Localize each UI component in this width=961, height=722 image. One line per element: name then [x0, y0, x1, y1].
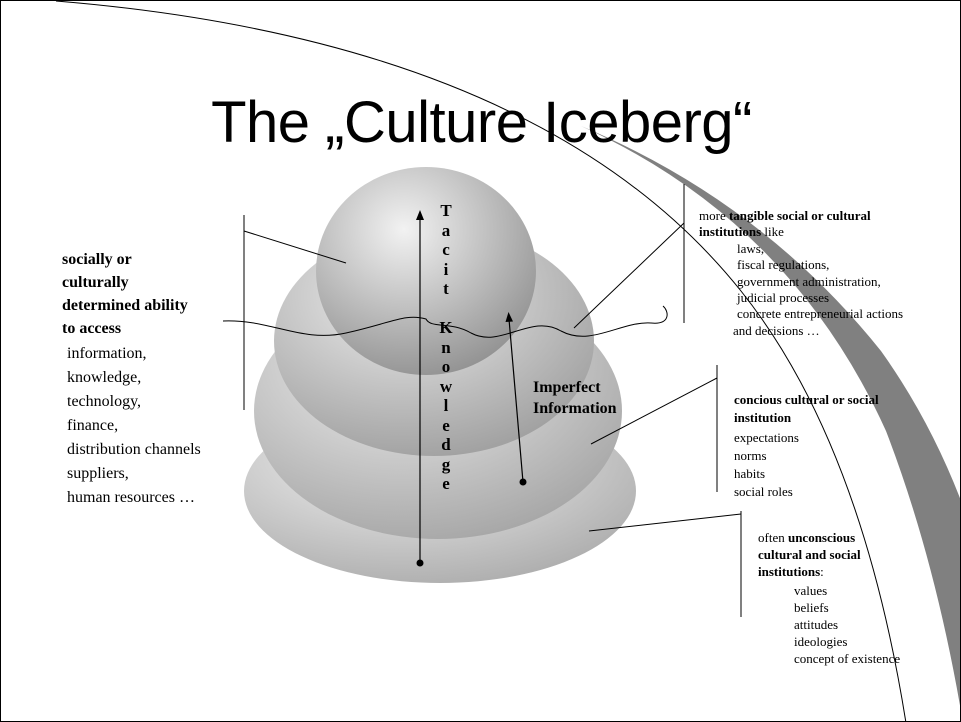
list-item: suppliers,: [67, 465, 129, 482]
left-heading-line: determined ability: [62, 297, 188, 314]
list-item: habits: [734, 466, 766, 481]
list-item: laws,: [737, 240, 765, 256]
tacit-letter: d: [441, 435, 451, 454]
left-heading: socially or culturally determined abilit…: [62, 248, 252, 340]
list-item: concrete entrepreneurial actions: [737, 306, 904, 322]
tacit-knowledge-label: T a c i t K n o w l e d g e: [436, 201, 456, 494]
intro-suffix: like: [761, 224, 784, 240]
tacit-letter: w: [439, 376, 453, 396]
list-item: government administration,: [737, 273, 881, 289]
bottom-heading-1: often unconscious: [758, 529, 953, 546]
tacit-arrow-dot: [416, 559, 424, 567]
list-item: values: [794, 583, 828, 598]
list-item: social roles: [734, 484, 793, 499]
left-heading-line: to access: [62, 320, 122, 337]
grey-swoosh-shape: [581, 126, 960, 706]
water-line: [222, 305, 668, 338]
list-item: finance,: [67, 417, 119, 434]
list-item: norms: [734, 448, 767, 463]
list-item: fiscal regulations,: [737, 257, 830, 273]
right-top-text-block: more tangible social or cultural institu…: [699, 208, 957, 339]
list-item: ideologies: [794, 634, 848, 649]
imperfect-label-line: Imperfect: [533, 379, 601, 396]
right-bottom-list: values beliefs attitudes ideologies conc…: [758, 582, 953, 667]
mid-heading: concious cultural or social: [734, 392, 879, 407]
right-mid-text-block: concious cultural or social institution …: [734, 391, 949, 501]
bottom-bold: unconscious: [787, 530, 856, 545]
bottom-bold: cultural and social: [758, 547, 861, 562]
bottom-bold: institutions: [758, 564, 821, 579]
tacit-letter: e: [442, 474, 450, 493]
bottom-prefix: often: [758, 530, 788, 545]
list-item: information,: [67, 345, 147, 362]
intro-bold: institutions: [699, 224, 762, 240]
right-top-intro: more tangible social or cultural: [699, 208, 957, 224]
list-item: expectations: [734, 430, 799, 445]
list-item: and decisions …: [733, 322, 820, 338]
tacit-letter: e: [442, 415, 450, 435]
tacit-letter: i: [443, 259, 449, 279]
imperfect-information-label: Imperfect Information: [533, 377, 653, 419]
tacit-letter: c: [442, 240, 450, 259]
intro-bold: tangible social or cultural: [728, 208, 871, 223]
iceberg-layer-top: [316, 167, 536, 375]
left-heading-line: socially or: [62, 251, 132, 268]
imperfect-label-line: Information: [533, 400, 617, 417]
right-top-list: laws, fiscal regulations, government adm…: [699, 241, 957, 323]
list-item: human resources …: [67, 489, 195, 506]
imperfect-arrowhead: [505, 312, 513, 322]
tacit-letter: a: [441, 220, 451, 240]
tacit-arrowhead: [416, 210, 424, 220]
right-bottom-text-block: often unconscious cultural and social in…: [758, 529, 953, 667]
bottom-suffix: :: [820, 564, 824, 579]
tacit-letter: l: [443, 396, 449, 415]
left-pointer: [243, 230, 347, 264]
list-item: concept of existence: [794, 651, 901, 666]
list-item: knowledge,: [67, 369, 142, 386]
tacit-letter: K: [439, 318, 453, 337]
list-item: judicial processes: [737, 290, 830, 306]
left-text-block: socially or culturally determined abilit…: [62, 248, 252, 510]
imperfect-arrow-dot: [519, 478, 527, 486]
tacit-letter: t: [443, 279, 449, 298]
right-mid-pointer: [590, 377, 718, 445]
tacit-letter-gap: [436, 299, 456, 319]
left-list: information, knowledge, technology, fina…: [62, 342, 252, 510]
list-item: distribution channels: [67, 441, 201, 458]
list-item: technology,: [67, 393, 142, 410]
tacit-letter: g: [441, 454, 451, 474]
list-item: attitudes: [794, 617, 839, 632]
imperfect-information-arrow: [508, 318, 524, 483]
list-item: beliefs: [794, 600, 829, 615]
right-top-intro-2: institutions like: [699, 224, 957, 240]
tacit-letter: T: [440, 201, 452, 220]
left-heading-line: culturally: [62, 274, 129, 291]
mid-heading: institution: [734, 410, 792, 425]
right-bottom-pointer: [588, 513, 742, 532]
slide-title: The „Culture Iceberg“: [211, 90, 752, 155]
top-arc-line: [55, 1, 907, 721]
intro-prefix: more: [699, 208, 729, 223]
right-top-pointer: [573, 222, 685, 329]
tacit-letter: n: [441, 337, 451, 357]
bottom-heading-3: institutions:: [758, 563, 953, 580]
tacit-letter: o: [441, 357, 451, 376]
